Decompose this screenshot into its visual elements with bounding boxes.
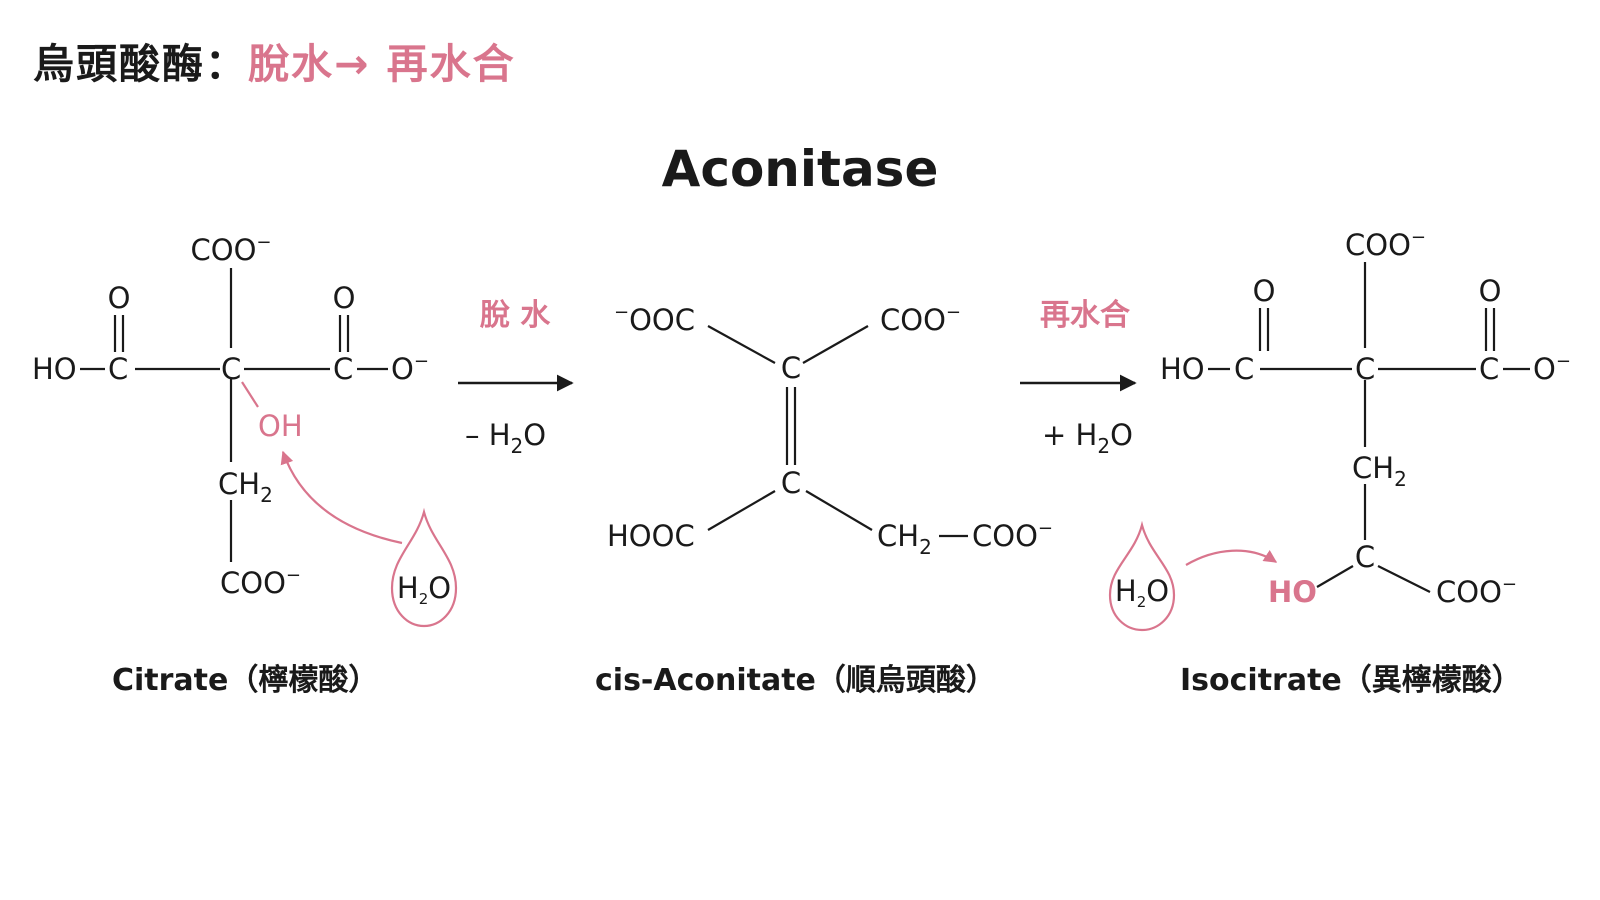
iso-c-lower: C [1355, 540, 1375, 574]
cis-coo-top: COO [880, 303, 946, 337]
water-droplet-icon [1108, 520, 1176, 632]
svg-text:CH2: CH2 [877, 519, 932, 559]
water-o: O [1146, 574, 1169, 608]
iso-left-o: O [1253, 274, 1276, 308]
citrate-left-o: O [108, 281, 131, 315]
citrate-c-right: C [333, 352, 353, 386]
citrate-ho: HO [32, 352, 77, 386]
charge-sign: − [1502, 574, 1517, 595]
step2-reagent: + H2O [1042, 418, 1133, 458]
charge-sign: − [414, 351, 429, 372]
charge-sign: − [1411, 227, 1426, 248]
cis-coo-bottom: COO [972, 519, 1038, 553]
step1-label: 脫 水 [480, 298, 551, 333]
caption-isocitrate-en: Isocitrate [1180, 663, 1342, 698]
charge-sign: − [946, 302, 961, 323]
citrate-c-left: C [108, 352, 128, 386]
charge-sign: − [1038, 518, 1053, 539]
water-sub: 2 [419, 590, 429, 608]
step1-reagent: – H2O [465, 418, 546, 458]
citrate-oh: OH [258, 409, 303, 443]
citrate-o-minus: O [391, 352, 414, 386]
svg-text:O−: O− [1533, 351, 1571, 386]
iso-right-o: O [1479, 274, 1502, 308]
iso-c-center: C [1355, 352, 1375, 386]
iso-ho-pink: HO [1268, 575, 1317, 609]
step2-arrow-group: 再水合 + H2O [1020, 298, 1137, 458]
iso-water-label: H2O [1115, 574, 1169, 611]
water-addition-arrow [1185, 549, 1278, 566]
subscript: 2 [1394, 467, 1407, 491]
iso-c-right: C [1479, 352, 1499, 386]
step1-arrow-group: 脫 水 – H2O [458, 298, 574, 458]
page-header: 烏頭酸酶：脫水→ 再水合 [33, 30, 516, 90]
water-h: H [1115, 574, 1137, 608]
reagent-text: – H [465, 418, 511, 452]
charge-sign: − [1556, 351, 1571, 372]
svg-text:COO−: COO− [220, 565, 301, 600]
citrate-c-center: C [221, 352, 241, 386]
caption-citrate-en: Citrate [112, 663, 229, 698]
subscript: 2 [1097, 434, 1110, 458]
iso-coo-bottom: COO [1436, 575, 1502, 609]
caption-citrate: Citrate（檸檬酸） [112, 655, 378, 699]
water-sub: 2 [1137, 593, 1147, 611]
cis-ch: CH [877, 519, 919, 553]
citrate-water-label: H2O [397, 571, 451, 608]
iso-ch: CH [1352, 451, 1394, 485]
step2-label: 再水合 [1040, 298, 1130, 333]
svg-text:O−: O− [391, 351, 429, 386]
isocitrate-structure: COO− O O HO C C C O− CH2 C HO COO− H2O [1108, 227, 1571, 632]
reagent-o: O [1110, 418, 1133, 452]
cis-hooc: HOOC [607, 519, 695, 553]
header-subtitle: 脫水→ 再水合 [248, 40, 516, 88]
water-o: O [428, 571, 451, 605]
header-title: 烏頭酸酶 [33, 40, 205, 88]
iso-o-minus: O [1533, 352, 1556, 386]
iso-c-left: C [1234, 352, 1254, 386]
charge-sign: − [286, 565, 301, 586]
hydroxyl-arrow [280, 450, 403, 545]
cis-c-top: C [781, 351, 801, 385]
subscript: 2 [511, 434, 524, 458]
caption-isocitrate: Isocitrate（異檸檬酸） [1180, 655, 1522, 699]
water-droplet-icon [390, 507, 458, 628]
cis-aconitate-structure: −OOC COO− C C HOOC CH2 COO− [607, 302, 1053, 559]
subscript: 2 [260, 483, 273, 507]
cis-c-bottom: C [781, 466, 801, 500]
iso-ho: HO [1160, 352, 1205, 386]
svg-text:COO−: COO− [1436, 574, 1517, 609]
caption-cis-aconitate: cis-Aconitate（順烏頭酸） [595, 655, 996, 699]
svg-text:CH2: CH2 [218, 467, 273, 507]
svg-text:COO−: COO− [1345, 227, 1426, 262]
reagent-text: + H [1042, 418, 1097, 452]
svg-text:COO−: COO− [880, 302, 961, 337]
svg-text:COO−: COO− [191, 232, 272, 267]
citrate-ch: CH [218, 467, 260, 501]
citrate-top-coo: COO [191, 233, 257, 267]
caption-cis-aconitate-en: cis-Aconitate [595, 663, 816, 698]
svg-text:−OOC: −OOC [614, 302, 695, 337]
oh-bond [241, 381, 259, 408]
citrate-structure: COO− O O HO C C C O− OH CH2 COO− H2O [32, 232, 458, 628]
subscript: 2 [919, 535, 932, 559]
cis-ooc: OOC [629, 303, 695, 337]
enzyme-name: Aconitase [661, 140, 939, 198]
water-h: H [397, 571, 419, 605]
citrate-bottom-coo: COO [220, 566, 286, 600]
citrate-right-o: O [333, 281, 356, 315]
caption-citrate-zh: （檸檬酸） [228, 663, 379, 698]
charge-sign: − [256, 232, 271, 253]
charge-sign: − [614, 302, 629, 323]
caption-cis-aconitate-zh: （順烏頭酸） [815, 663, 996, 698]
header-colon: ： [205, 40, 248, 88]
svg-text:CH2: CH2 [1352, 451, 1407, 491]
reagent-o: O [523, 418, 546, 452]
caption-isocitrate-zh: （異檸檬酸） [1341, 663, 1522, 698]
iso-top-coo: COO [1345, 228, 1411, 262]
svg-text:COO−: COO− [972, 518, 1053, 553]
